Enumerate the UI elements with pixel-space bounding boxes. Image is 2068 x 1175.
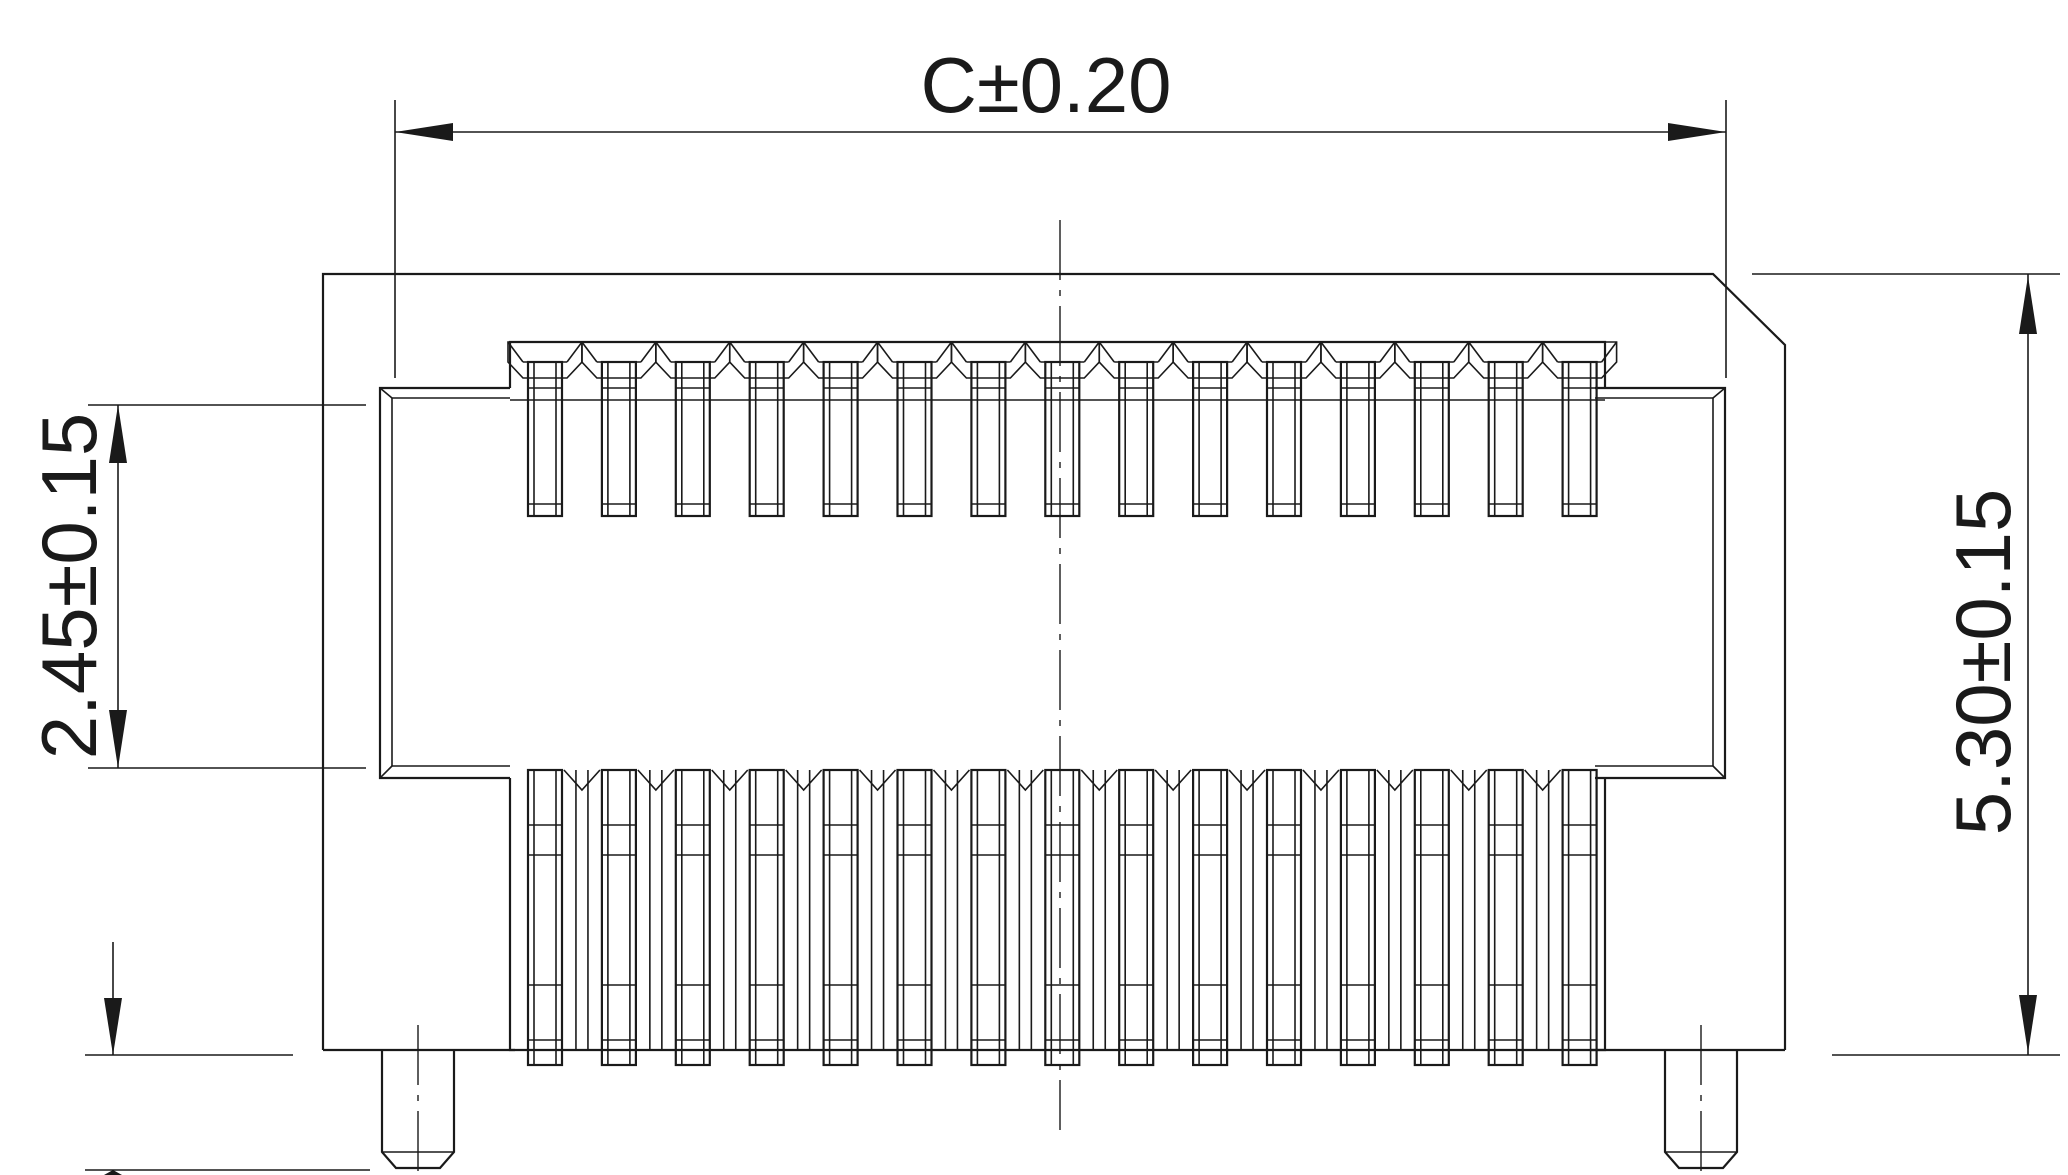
- bottom-pin: [896, 768, 971, 1067]
- bottom-pin: [600, 768, 675, 1067]
- bottom-pin: [1413, 768, 1488, 1067]
- connector-housing: [321, 272, 1787, 1052]
- bottom-pin-row: [526, 768, 1598, 1067]
- right-mounting-peg: [1663, 1025, 1739, 1175]
- bottom-pin: [1339, 768, 1414, 1067]
- width-dimension: C±0.20: [394, 41, 1727, 378]
- top-pin: [581, 341, 657, 518]
- top-pin: [1098, 341, 1174, 518]
- bottom-pin: [822, 768, 897, 1067]
- bottom-pin: [1118, 768, 1192, 1067]
- bottom-pin: [674, 768, 749, 1067]
- peg-height-dimension: [85, 942, 370, 1175]
- top-pin: [950, 341, 1027, 518]
- bottom-pin: [748, 768, 823, 1067]
- overall-height-dimension: 5.30±0.15: [1752, 273, 2060, 1056]
- bottom-pin: [1561, 768, 1598, 1067]
- width-dimension-label: C±0.20: [921, 41, 1172, 129]
- top-pin: [876, 341, 953, 518]
- top-pin: [1246, 341, 1322, 518]
- bottom-pin: [526, 768, 601, 1067]
- top-pin: [1172, 341, 1248, 518]
- cavity-height-label: 2.45±0.15: [25, 413, 113, 759]
- top-pin-row: [507, 341, 1618, 518]
- top-pin: [802, 341, 879, 518]
- top-pin: [728, 341, 805, 518]
- top-pin: [1541, 341, 1618, 518]
- left-mounting-peg: [380, 1025, 456, 1175]
- overall-height-label: 5.30±0.15: [1939, 489, 2027, 835]
- top-pin: [1320, 341, 1396, 518]
- top-pin: [1394, 341, 1470, 518]
- bottom-pin: [1265, 768, 1340, 1067]
- cavity-height-dimension: 2.45±0.15: [25, 404, 366, 769]
- top-pin: [1467, 341, 1544, 518]
- top-pin: [1024, 341, 1101, 518]
- bottom-pin: [1487, 768, 1562, 1067]
- top-pin: [654, 341, 731, 518]
- top-pin: [507, 341, 583, 518]
- bottom-pin: [1044, 768, 1118, 1067]
- bottom-pin: [970, 768, 1044, 1067]
- bottom-pin: [1191, 768, 1266, 1067]
